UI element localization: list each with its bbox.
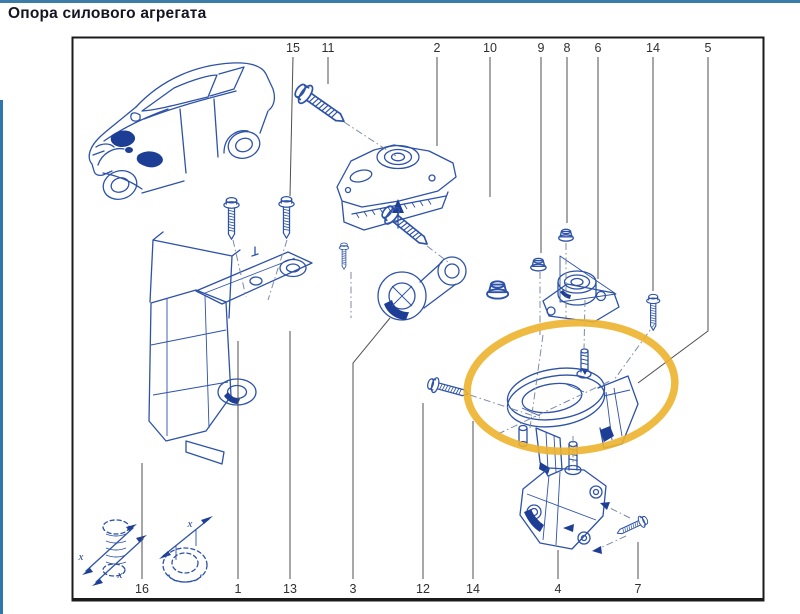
figure-16-left: x x <box>78 519 147 586</box>
left-edge-bar <box>0 100 3 614</box>
part-number-bottom-4[interactable]: 4 <box>555 582 562 596</box>
part-number-top-2[interactable]: 2 <box>434 41 441 55</box>
callout-layer: 15 11 2 10 9 8 6 14 5 16 1 13 3 12 14 4 7 <box>135 41 711 596</box>
part-number-bottom-13[interactable]: 13 <box>283 582 297 596</box>
assembly-axis-lines <box>232 121 657 466</box>
part-number-top-15[interactable]: 15 <box>286 41 300 55</box>
mount-location-blob <box>110 130 136 147</box>
page-title: Опора силового агрегата <box>8 5 207 22</box>
part-number-bottom-3[interactable]: 3 <box>350 582 357 596</box>
part-5-engine-mount-drawing <box>506 348 639 477</box>
part-number-top-5[interactable]: 5 <box>705 41 712 55</box>
leader-line-bottom-3 <box>352 317 391 579</box>
car-illustration <box>88 62 276 200</box>
highlight-ellipse <box>463 318 679 456</box>
diagram-frame <box>71 36 765 602</box>
dimension-x-label: x <box>117 569 123 581</box>
leader-line-top-5 <box>637 57 709 384</box>
part-number-top-11[interactable]: 11 <box>322 41 335 55</box>
part-2-bracket-drawing <box>336 144 457 231</box>
mount-location-blob <box>136 151 163 168</box>
top-divider <box>0 0 800 3</box>
part-number-bottom-1[interactable]: 1 <box>235 582 242 596</box>
part-1-mount-bracket-drawing <box>148 231 313 465</box>
leader-line-top-15 <box>289 56 294 197</box>
part-number-top-14[interactable]: 14 <box>646 41 660 55</box>
bolt-7-leader-dashes <box>597 505 631 550</box>
part-number-bottom-14[interactable]: 14 <box>466 582 480 596</box>
assembly-arrows <box>563 502 610 554</box>
dimension-x-label: x <box>187 518 193 530</box>
part-number-bottom-16[interactable]: 16 <box>135 582 149 596</box>
part-6-upper-mount-drawing <box>542 255 620 323</box>
part-number-top-8[interactable]: 8 <box>564 41 571 55</box>
part-number-top-10[interactable]: 10 <box>483 41 497 55</box>
dimension-x-label: x <box>78 551 84 563</box>
part-number-top-9[interactable]: 9 <box>538 41 545 55</box>
highlight-layer <box>463 318 679 456</box>
part-3-torque-rod-drawing <box>377 256 467 321</box>
figure-16-right: x <box>159 516 213 583</box>
part-number-bottom-12[interactable]: 12 <box>416 582 430 596</box>
part-number-bottom-7[interactable]: 7 <box>635 582 642 596</box>
part-number-top-6[interactable]: 6 <box>595 41 602 55</box>
